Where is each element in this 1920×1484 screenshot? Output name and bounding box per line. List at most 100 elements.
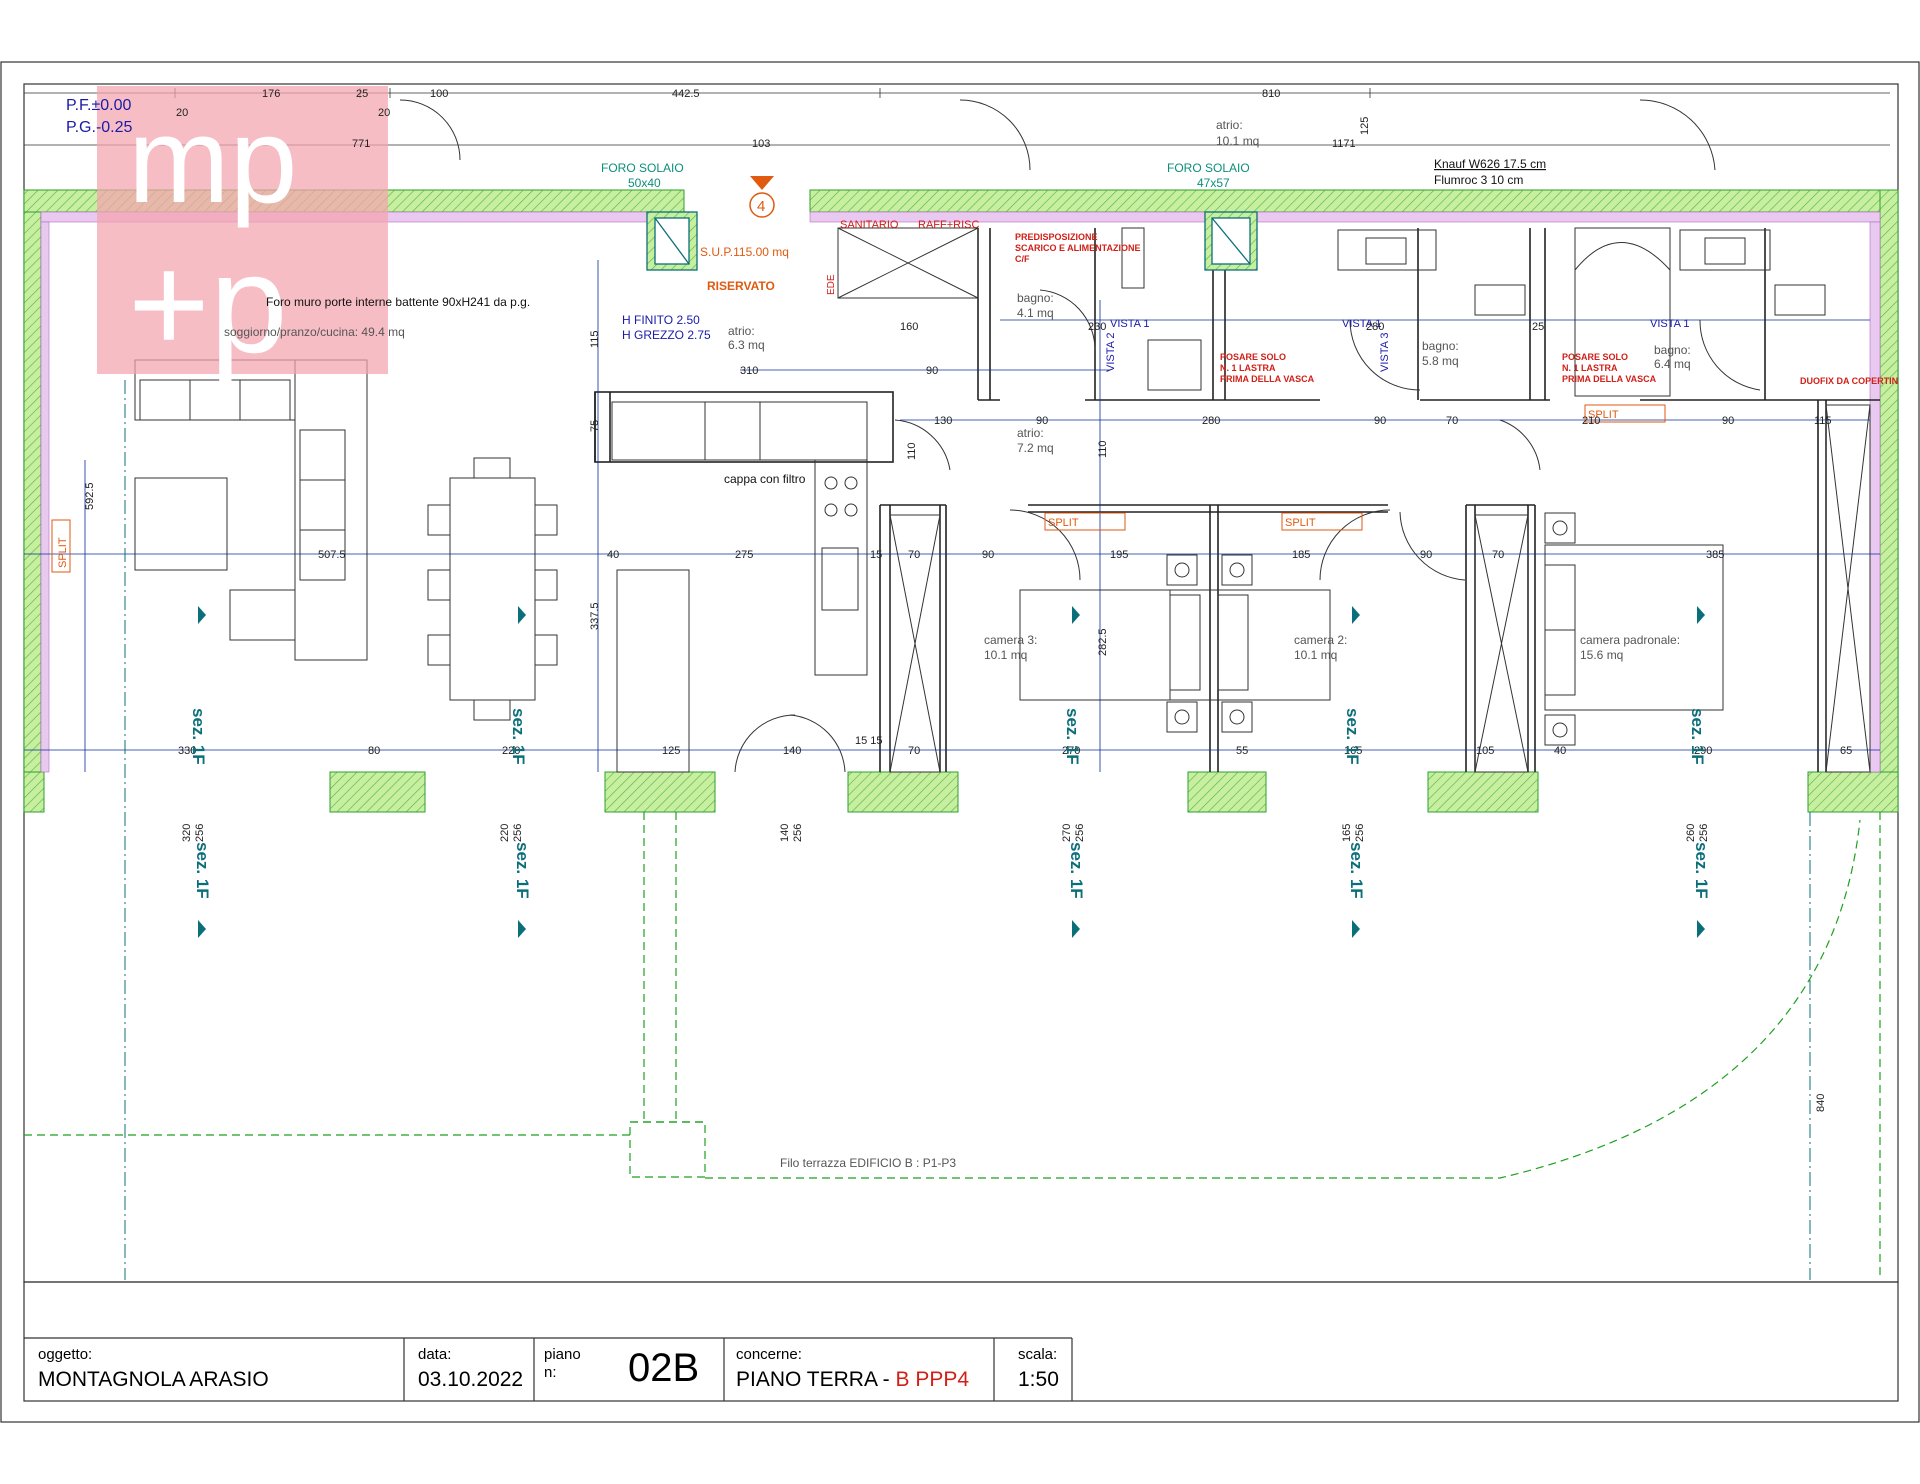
interior-dimension-labels: 310 90 160 230 280 25 130 90 280 90 70 2… bbox=[178, 321, 1852, 757]
room-camera3-name: camera 3: bbox=[984, 633, 1037, 647]
title-concerne-code: B PPP4 bbox=[895, 1368, 970, 1391]
dim-row2-210: 210 bbox=[1582, 415, 1600, 427]
vista-1a: VISTA 1 bbox=[1110, 318, 1150, 330]
dim-row4-220: 220 bbox=[502, 745, 520, 757]
opening-2-title: FORO SOLAIO bbox=[1167, 161, 1250, 175]
note-sup: S.U.P.115.00 mq bbox=[700, 245, 789, 259]
section-guide-lines bbox=[124, 380, 1811, 1280]
section-3-upper: sez. 1F bbox=[1063, 708, 1082, 765]
section-marker-number: 4 bbox=[757, 198, 765, 215]
dim-b-256f: 256 bbox=[1698, 824, 1710, 842]
dim-row2-90b: 90 bbox=[1374, 415, 1386, 427]
room-bagno2-name: bagno: bbox=[1422, 339, 1459, 353]
note-door-openings: Foro muro porte interne battente 90xH241… bbox=[266, 295, 530, 309]
split-1: SPLIT bbox=[1048, 517, 1079, 529]
vertical-dimension-labels: 592.5 337.5 282.5 115 75 110 110 840 bbox=[84, 330, 1827, 1112]
vista-2: VISTA 2 bbox=[1105, 332, 1117, 372]
logo-p: +p bbox=[128, 225, 288, 382]
room-bagno3-area: 6.4 mq bbox=[1654, 357, 1691, 371]
dim-row1-310: 310 bbox=[740, 365, 758, 377]
split-labels: SPLIT SPLIT SPLIT SPLIT bbox=[51, 404, 1666, 573]
note-cappa: cappa con filtro bbox=[724, 472, 806, 486]
room-camera3-area: 10.1 mq bbox=[984, 648, 1027, 662]
section-3-lower: sez. 1F bbox=[1067, 842, 1086, 899]
room-soggiorno: soggiorno/pranzo/cucina: 49.4 mq bbox=[224, 325, 405, 339]
dim-top-176: 176 bbox=[262, 88, 280, 100]
dim-b-140: 140 bbox=[779, 824, 791, 842]
dim-top-125: 125 bbox=[1359, 117, 1371, 135]
dim-row3-40: 40 bbox=[607, 549, 619, 561]
section-marker: 4 bbox=[749, 176, 775, 218]
section-4-lower: sez. 1F bbox=[1347, 842, 1366, 899]
dim-v-110: 110 bbox=[906, 442, 918, 460]
note-duofix: DUOFIX DA COPERTIN bbox=[1800, 376, 1898, 386]
dim-row4-55: 55 bbox=[1236, 745, 1248, 757]
note-flumroc: Flumroc 3 10 cm bbox=[1434, 173, 1523, 187]
dim-v-3375: 337.5 bbox=[589, 602, 601, 630]
room-camera2-name: camera 2: bbox=[1294, 633, 1347, 647]
door-swings bbox=[399, 99, 1761, 773]
dim-row4-330: 330 bbox=[178, 745, 196, 757]
dim-row1-160: 160 bbox=[900, 321, 918, 333]
vista-1b: VISTA 1 bbox=[1342, 318, 1382, 330]
title-n-label: n: bbox=[544, 1364, 557, 1381]
dim-top-20b: 20 bbox=[378, 107, 390, 119]
note-lastra-b3: PRIMA DELLA VASCA bbox=[1562, 374, 1657, 384]
dim-row2-70: 70 bbox=[1446, 415, 1458, 427]
living-furniture bbox=[134, 359, 558, 721]
dim-row4-70: 70 bbox=[908, 745, 920, 757]
note-knauf: Knauf W626 17.5 cm bbox=[1434, 157, 1546, 171]
logo-background bbox=[97, 86, 388, 374]
floor-openings bbox=[646, 211, 1258, 271]
sheet-frame bbox=[0, 61, 1920, 1423]
facade-height-labels: 320 256 220 256 140 256 270 256 165 256 … bbox=[181, 824, 1710, 842]
note-predisposizione-3: C/F bbox=[1015, 254, 1030, 264]
split-3: SPLIT bbox=[1588, 409, 1619, 421]
vista-3: VISTA 3 bbox=[1379, 332, 1391, 372]
section-4-upper: sez. 1F bbox=[1343, 708, 1362, 765]
dim-row2-90: 90 bbox=[1036, 415, 1048, 427]
title-concerne-label: concerne: bbox=[736, 1346, 802, 1363]
dim-row1-25: 25 bbox=[1532, 321, 1544, 333]
room-padronale-name: camera padronale: bbox=[1580, 633, 1680, 647]
dim-row3-195: 195 bbox=[1110, 549, 1128, 561]
dim-row3-90b: 90 bbox=[1420, 549, 1432, 561]
dim-row3-5075: 507.5 bbox=[318, 549, 346, 561]
title-concerne-main: PIANO TERRA - bbox=[736, 1368, 896, 1391]
dim-top-810: 810 bbox=[1262, 88, 1280, 100]
dim-row3-385: 385 bbox=[1706, 549, 1724, 561]
dim-row4-125: 125 bbox=[662, 745, 680, 757]
dim-b-256a: 256 bbox=[194, 824, 206, 842]
section-5-upper: sez. 1F bbox=[1688, 708, 1707, 765]
title-block-dividers bbox=[24, 1337, 1073, 1401]
room-atrio-top-name: atrio: bbox=[1216, 118, 1243, 132]
title-piano-number: 02B bbox=[628, 1346, 700, 1390]
title-data-label: data: bbox=[418, 1346, 452, 1363]
dim-top-20a: 20 bbox=[176, 107, 188, 119]
title-piano-label: piano bbox=[544, 1346, 581, 1363]
note-lastra-a3: PRIMA DELLA VASCA bbox=[1220, 374, 1315, 384]
room-atrio-left-area: 6.3 mq bbox=[728, 338, 765, 352]
section-markers: sez. 1F sez. 1F sez. 1F sez. 1F sez. 1F … bbox=[189, 606, 1711, 938]
dim-row4-105: 105 bbox=[1476, 745, 1494, 757]
dim-v-115: 115 bbox=[589, 330, 601, 348]
dim-b-220: 220 bbox=[499, 824, 511, 842]
dim-b-256c: 256 bbox=[792, 824, 804, 842]
terrace-outline bbox=[24, 812, 1881, 1280]
title-oggetto-label: oggetto: bbox=[38, 1346, 93, 1363]
dim-row3-275: 275 bbox=[735, 549, 753, 561]
dim-row2-90c: 90 bbox=[1722, 415, 1734, 427]
dim-v-75: 75 bbox=[589, 420, 601, 432]
section-2-upper: sez. 1F bbox=[509, 708, 528, 765]
note-lastra-b2: N. 1 LASTRA bbox=[1562, 363, 1618, 373]
dim-top-4425: 442.5 bbox=[672, 88, 700, 100]
opening-1-title: FORO SOLAIO bbox=[601, 161, 684, 175]
dim-row4-140: 140 bbox=[783, 745, 801, 757]
room-padronale-area: 15.6 mq bbox=[1580, 648, 1623, 662]
dim-b-260: 260 bbox=[1685, 824, 1697, 842]
logo-mp: mp bbox=[128, 92, 297, 228]
dim-row2-280: 280 bbox=[1202, 415, 1220, 427]
dim-row3-70b: 70 bbox=[1492, 549, 1504, 561]
note-ede: EDE bbox=[826, 274, 837, 295]
title-scala: 1:50 bbox=[1018, 1368, 1059, 1391]
